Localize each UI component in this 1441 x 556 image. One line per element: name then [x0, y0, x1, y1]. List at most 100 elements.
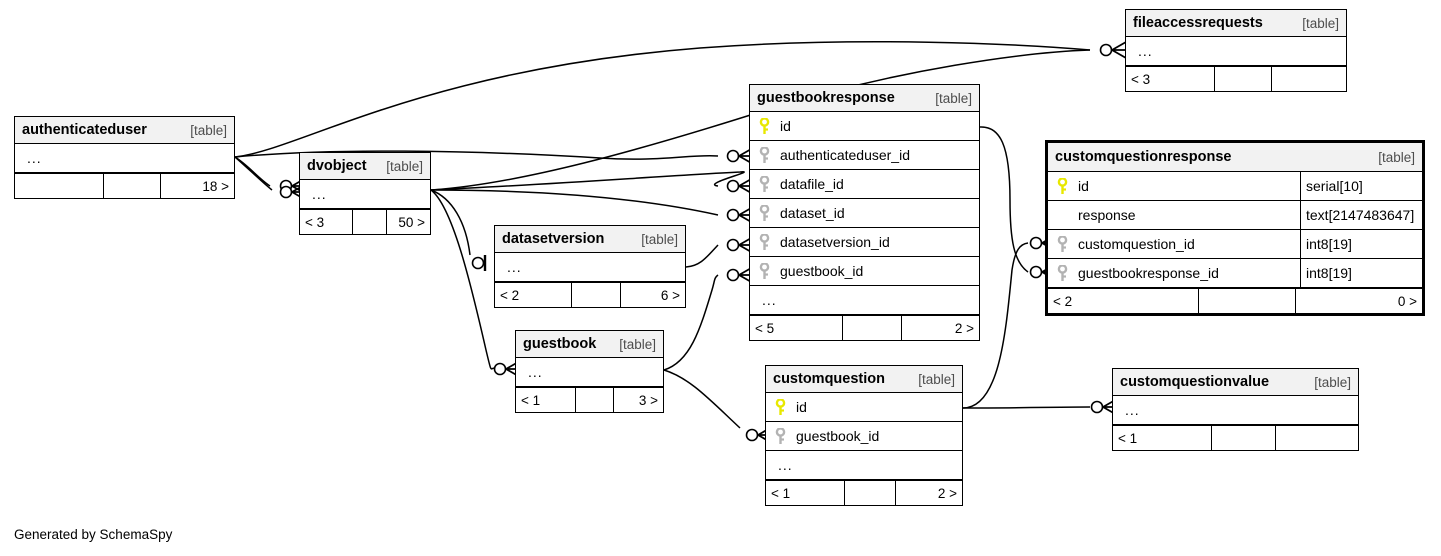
column-label: id [1078, 178, 1089, 194]
footer-left-count: < 1 [771, 485, 791, 501]
column-label: guestbookresponse_id [1078, 265, 1219, 281]
column-name-cell: response [1048, 207, 1300, 223]
table-name: fileaccessrequests [1133, 15, 1263, 31]
more-columns-ellipsis: ... [507, 260, 522, 274]
column-name-cell: guestbookresponse_id [1048, 264, 1300, 282]
table-header-dvobject: dvobject [table] [300, 153, 430, 180]
column-label: authenticateduser_id [780, 147, 910, 163]
column-label: customquestion_id [1078, 236, 1195, 252]
footer-right-count [1271, 67, 1346, 91]
table-footer-customquestionvalue: < 1 [1113, 425, 1358, 450]
footer-mid-count [574, 388, 613, 412]
column-row[interactable]: id [766, 393, 962, 422]
table-footer-guestbookresponse: < 5 2 > [750, 315, 979, 340]
footer-mid-count [352, 210, 386, 234]
column-name-cell: dataset_id [750, 204, 979, 222]
more-columns-ellipsis: ... [1125, 403, 1140, 417]
column-ellipsis-row[interactable]: ... [300, 180, 430, 209]
column-label: datafile_id [780, 176, 844, 192]
foreign-key-icon [756, 262, 773, 280]
footer-left-count: < 5 [755, 320, 775, 336]
column-ellipsis-row[interactable]: ... [1113, 396, 1358, 425]
table-authenticateduser[interactable]: authenticateduser [table]... 18 > [14, 116, 235, 199]
column-name-cell: customquestion_id [1048, 235, 1300, 253]
column-label: datasetversion_id [780, 234, 890, 250]
footer-mid-count [102, 174, 160, 198]
column-label: guestbook_id [796, 428, 880, 444]
foreign-key-icon [756, 233, 773, 251]
table-customquestionvalue[interactable]: customquestionvalue[table]... < 1 [1112, 368, 1359, 451]
column-row[interactable]: guestbook_id [766, 422, 962, 451]
table-header-authenticateduser: authenticateduser [table] [15, 117, 234, 144]
column-name-cell: ... [1113, 403, 1358, 417]
footer-left-count [15, 174, 103, 198]
foreign-key-icon [1054, 264, 1071, 282]
column-row[interactable]: id serial[10] [1048, 172, 1422, 201]
column-label: response [1078, 207, 1136, 223]
column-ellipsis-row[interactable]: ... [495, 253, 685, 282]
column-name-cell: id [766, 398, 962, 416]
foreign-key-icon [756, 204, 773, 222]
column-ellipsis-row[interactable]: ... [750, 286, 979, 315]
column-ellipsis-row[interactable]: ... [1126, 37, 1346, 66]
column-name-cell: ... [15, 151, 234, 165]
footer-right-count [1274, 426, 1358, 450]
column-name-cell: ... [495, 260, 685, 274]
column-name-cell: datafile_id [750, 175, 979, 193]
table-name: datasetversion [502, 231, 605, 247]
footer-mid-count [844, 481, 895, 505]
edge-endpoints [279, 40, 1127, 445]
column-row[interactable]: datafile_id [750, 170, 979, 199]
column-row[interactable]: guestbook_id [750, 257, 979, 286]
column-name-cell: ... [300, 187, 430, 201]
table-type-tag: [table] [1302, 15, 1339, 31]
table-header-customquestionvalue: customquestionvalue[table] [1113, 369, 1358, 396]
column-label: id [780, 118, 791, 134]
footer-left-count: < 3 [1131, 71, 1151, 87]
column-name-cell: ... [750, 293, 979, 307]
column-row[interactable]: id [750, 112, 979, 141]
footer-left-count: < 2 [1053, 293, 1073, 309]
column-row[interactable]: authenticateduser_id [750, 141, 979, 170]
more-columns-ellipsis: ... [778, 458, 793, 472]
column-ellipsis-row[interactable]: ... [516, 358, 663, 387]
column-type-cell: text[2147483647] [1300, 201, 1422, 229]
column-row[interactable]: response text[2147483647] [1048, 201, 1422, 230]
table-name: authenticateduser [22, 122, 147, 138]
table-type-tag: [table] [641, 231, 678, 247]
table-type-tag: [table] [386, 158, 423, 174]
column-row[interactable]: datasetversion_id [750, 228, 979, 257]
column-ellipsis-row[interactable]: ... [15, 144, 234, 173]
primary-key-icon [756, 117, 773, 135]
column-name-cell: datasetversion_id [750, 233, 979, 251]
column-type-cell: serial[10] [1300, 172, 1422, 200]
table-footer-authenticateduser: 18 > [15, 173, 234, 198]
footer-left-count: < 3 [305, 214, 325, 230]
column-ellipsis-row[interactable]: ... [766, 451, 962, 480]
table-type-tag: [table] [190, 122, 227, 138]
footer-mid-count [1214, 67, 1271, 91]
table-name: customquestionvalue [1120, 374, 1270, 390]
foreign-key-icon [756, 175, 773, 193]
table-name: dvobject [307, 158, 367, 174]
footer-mid-count [841, 316, 902, 340]
foreign-key-icon [756, 146, 773, 164]
column-row[interactable]: dataset_id [750, 199, 979, 228]
table-header-fileaccessrequests: fileaccessrequests [table] [1126, 10, 1346, 37]
table-fileaccessrequests[interactable]: fileaccessrequests [table]... < 3 [1125, 9, 1347, 92]
column-name-cell: authenticateduser_id [750, 146, 979, 164]
column-name-cell: id [750, 117, 979, 135]
footer-mid-count [571, 283, 620, 307]
footer-right-count: 2 > [901, 316, 979, 340]
